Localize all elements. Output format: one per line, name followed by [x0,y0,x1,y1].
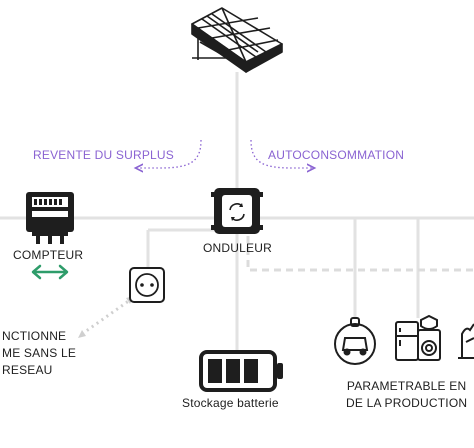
battery-icon [199,350,283,392]
revente-label: REVENTE DU SURPLUS [33,148,174,162]
grid-exchange-arrow-icon [31,264,69,280]
stockage-label: Stockage batterie [182,396,279,410]
dashed-control-line [246,236,474,272]
autoconsommation-label: AUTOCONSOMMATION [268,148,405,162]
hand-icon [458,323,474,359]
fonctionne-label: NCTIONNE ME SANS LE RESEAU [2,329,77,377]
offgrid-flow-arrow [81,298,131,336]
appliances-icon [395,314,441,361]
parametrable-label: PARAMETRABLE EN DE LA PRODUCTION [346,379,468,410]
meter-icon [26,192,74,244]
outlet-icon [129,267,165,303]
solar-panel-icon [191,7,283,73]
ev-charger-icon [334,317,376,365]
inverter-icon [211,188,263,234]
onduleur-label: ONDULEUR [203,241,272,255]
compteur-label: COMPTEUR [13,248,84,262]
